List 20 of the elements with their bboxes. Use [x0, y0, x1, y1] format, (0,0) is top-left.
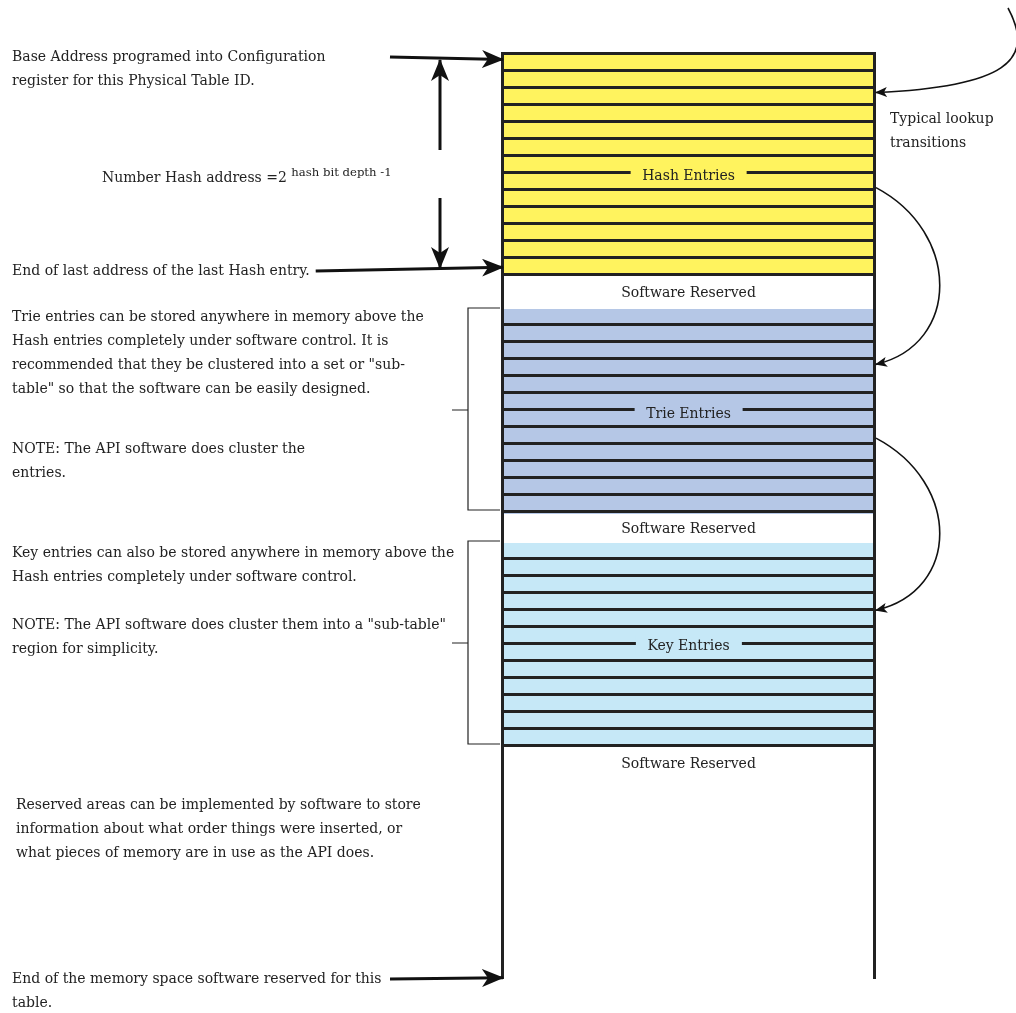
annotation-text: Base Address programed into Configuration register for this Physical Table ID.: [12, 44, 384, 92]
arrow: [315, 258, 504, 277]
arrow: [390, 969, 504, 988]
hash-entries-region: [504, 55, 873, 276]
dimension-label: Number Hash address =2 $^{hash bit depth -1}$: [102, 164, 393, 187]
memory-table: [501, 52, 876, 979]
note-text: Reserved areas can be implemented by software to store information about what order things were inserted, or what pieces of memory are in use as the API does.: [16, 795, 422, 862]
note-text: NOTE: The API software does cluster them into a "sub-table" region for simplicity.: [12, 615, 448, 658]
note-text: Key entries can also be stored anywhere in memory above the Hash entries completely under software control.: [12, 543, 456, 586]
key-entries-region: [504, 543, 873, 747]
note-text: Trie entries can be stored anywhere in memory above the Hash entries completely under software control. It is recommended that they be clustered into a set or "sub-table" so that the software can be easily designed.: [12, 307, 425, 398]
arrow: [389, 49, 504, 68]
annotation-text: End of last address of the last Hash entry.: [12, 258, 310, 282]
arrow: [875, 7, 1016, 97]
note-text: NOTE: The API software does cluster the entries.: [12, 439, 307, 482]
arrow: [875, 437, 941, 612]
trie-entries-region: [504, 309, 873, 514]
arrow: [875, 186, 941, 366]
note-text: Typical lookup transitions: [890, 109, 995, 152]
annotation-text: End of the memory space software reserved for this table.: [12, 966, 384, 1013]
